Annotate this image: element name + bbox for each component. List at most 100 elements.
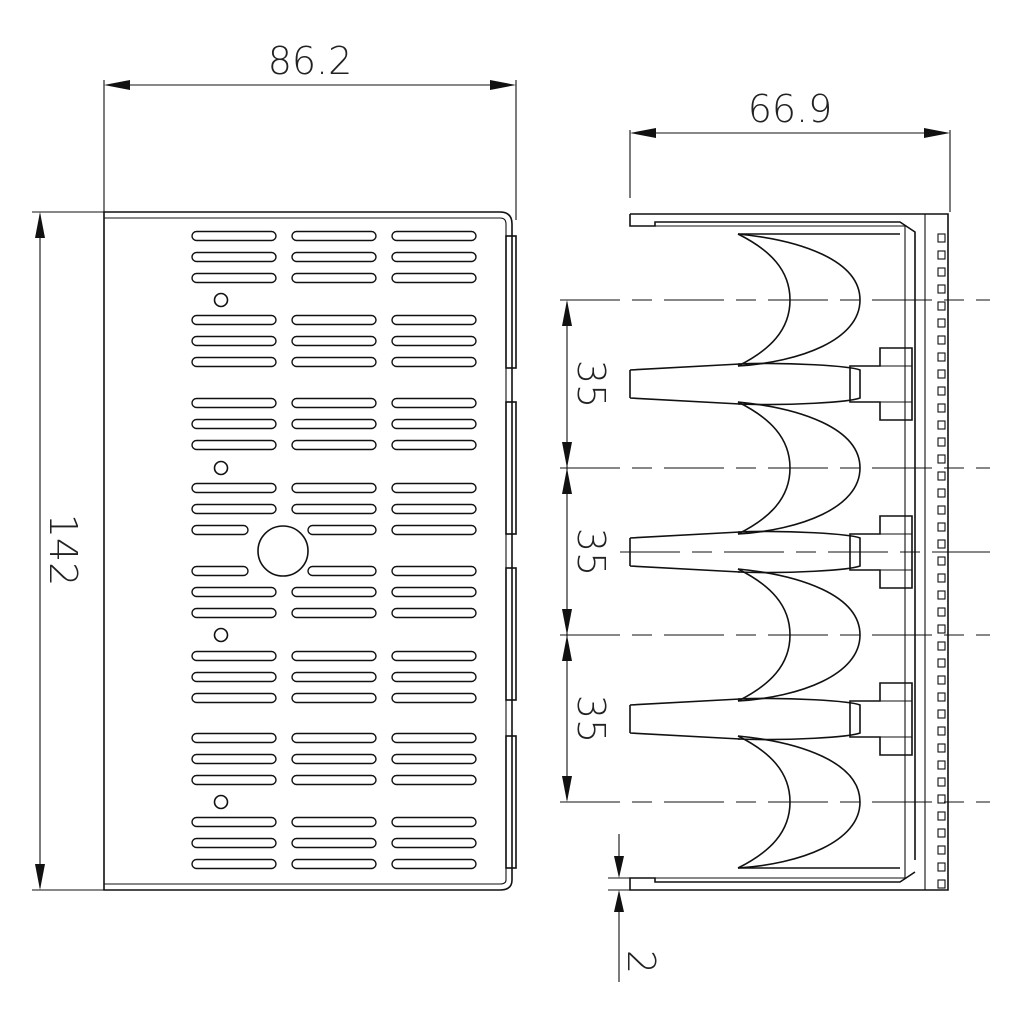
vent-slot bbox=[191, 858, 277, 870]
edge-tooth bbox=[937, 828, 946, 838]
vent-slot bbox=[291, 356, 377, 368]
vent-slot bbox=[391, 230, 477, 242]
edge-tooth bbox=[937, 318, 946, 328]
edge-tooth bbox=[937, 760, 946, 770]
edge-tooth bbox=[937, 675, 946, 685]
vent-slot bbox=[191, 753, 277, 765]
edge-tooth bbox=[937, 777, 946, 787]
edge-tooth bbox=[937, 267, 946, 277]
edge-tooth bbox=[937, 794, 946, 804]
vent-slot bbox=[291, 586, 377, 598]
vent-slot bbox=[191, 314, 277, 326]
edge-tooth bbox=[937, 233, 946, 243]
vent-slot bbox=[291, 314, 377, 326]
vent-slot bbox=[391, 335, 477, 347]
mount-hole bbox=[213, 292, 229, 308]
vent-slot bbox=[191, 335, 277, 347]
front-height-dimension: 142 bbox=[41, 514, 85, 587]
edge-tooth bbox=[937, 352, 946, 362]
edge-tooth bbox=[937, 607, 946, 617]
blade-root bbox=[737, 362, 861, 406]
vent-slot bbox=[391, 816, 477, 828]
vent-slot bbox=[391, 650, 477, 662]
side-view: 66.9 35 35 35 2 bbox=[560, 87, 990, 982]
clip bbox=[849, 682, 913, 756]
edge-tooth bbox=[937, 420, 946, 430]
vent-slot bbox=[191, 607, 277, 619]
vent-slot bbox=[391, 607, 477, 619]
front-view: 86.2 142 bbox=[32, 39, 517, 891]
vent-slot bbox=[391, 314, 477, 326]
edge-tooth bbox=[937, 879, 946, 889]
vent-slot bbox=[291, 482, 377, 494]
edge-tooth bbox=[937, 658, 946, 668]
vent-slot bbox=[391, 692, 477, 704]
vent-slot bbox=[191, 732, 277, 744]
vent-slot bbox=[291, 335, 377, 347]
edge-tooth bbox=[937, 369, 946, 379]
edge-tooth bbox=[937, 454, 946, 464]
edge-tooth bbox=[937, 573, 946, 583]
vent-slot bbox=[291, 732, 377, 744]
vent-slot bbox=[291, 692, 377, 704]
edge-tooth bbox=[937, 556, 946, 566]
vent-slot bbox=[291, 418, 377, 430]
vent-slot bbox=[291, 230, 377, 242]
vent-slot bbox=[191, 397, 277, 409]
edge-tooth bbox=[937, 624, 946, 634]
edge-tooth bbox=[937, 505, 946, 515]
vent-slot bbox=[291, 251, 377, 263]
edge-tooth bbox=[937, 709, 946, 719]
vent-slots bbox=[191, 230, 477, 870]
pitch-dimension-3: 35 bbox=[569, 695, 613, 743]
vent-slot bbox=[391, 774, 477, 786]
vent-slot bbox=[291, 753, 377, 765]
vent-slot bbox=[391, 503, 477, 515]
front-width-dimension: 86.2 bbox=[268, 39, 353, 83]
vent-slot bbox=[391, 837, 477, 849]
vent-slot bbox=[291, 774, 377, 786]
vent-slot bbox=[391, 439, 477, 451]
edge-tooth bbox=[937, 845, 946, 855]
edge-tooth bbox=[937, 403, 946, 413]
vent-slot bbox=[291, 439, 377, 451]
edge-tooth bbox=[937, 301, 946, 311]
mount-hole bbox=[213, 794, 229, 810]
vent-slot bbox=[291, 397, 377, 409]
edge-tooth bbox=[937, 811, 946, 821]
vent-slot bbox=[391, 858, 477, 870]
edge-tooth bbox=[937, 437, 946, 447]
vent-slot bbox=[191, 482, 277, 494]
edge-tooth bbox=[937, 284, 946, 294]
vent-slot bbox=[191, 356, 277, 368]
vent-slot bbox=[391, 397, 477, 409]
vent-slot bbox=[291, 858, 377, 870]
vent-slot bbox=[391, 586, 477, 598]
vent-slot bbox=[191, 774, 277, 786]
edge-tooth bbox=[937, 522, 946, 532]
blade bbox=[629, 698, 741, 740]
edge-tooth bbox=[937, 743, 946, 753]
vent-slot bbox=[391, 418, 477, 430]
vent-slot bbox=[191, 230, 277, 242]
vent-slot bbox=[191, 565, 249, 577]
vent-slot bbox=[391, 753, 477, 765]
edge-tooth bbox=[937, 539, 946, 549]
vent-slot bbox=[291, 607, 377, 619]
vent-slot bbox=[391, 671, 477, 683]
vent-slot bbox=[391, 565, 477, 577]
vent-slot bbox=[191, 816, 277, 828]
edge-tooth bbox=[937, 726, 946, 736]
vent-slot bbox=[191, 524, 249, 536]
vent-slot bbox=[191, 439, 277, 451]
edge-tooth bbox=[937, 862, 946, 872]
pitch-dimension-1: 35 bbox=[569, 360, 613, 408]
wall-dimension: 2 bbox=[619, 950, 663, 974]
mount-hole bbox=[213, 627, 229, 643]
center-hole bbox=[257, 525, 309, 577]
vent-slot bbox=[291, 650, 377, 662]
vent-slot bbox=[191, 251, 277, 263]
vent-slot bbox=[191, 586, 277, 598]
vent-slot bbox=[291, 272, 377, 284]
edge-tooth bbox=[937, 590, 946, 600]
